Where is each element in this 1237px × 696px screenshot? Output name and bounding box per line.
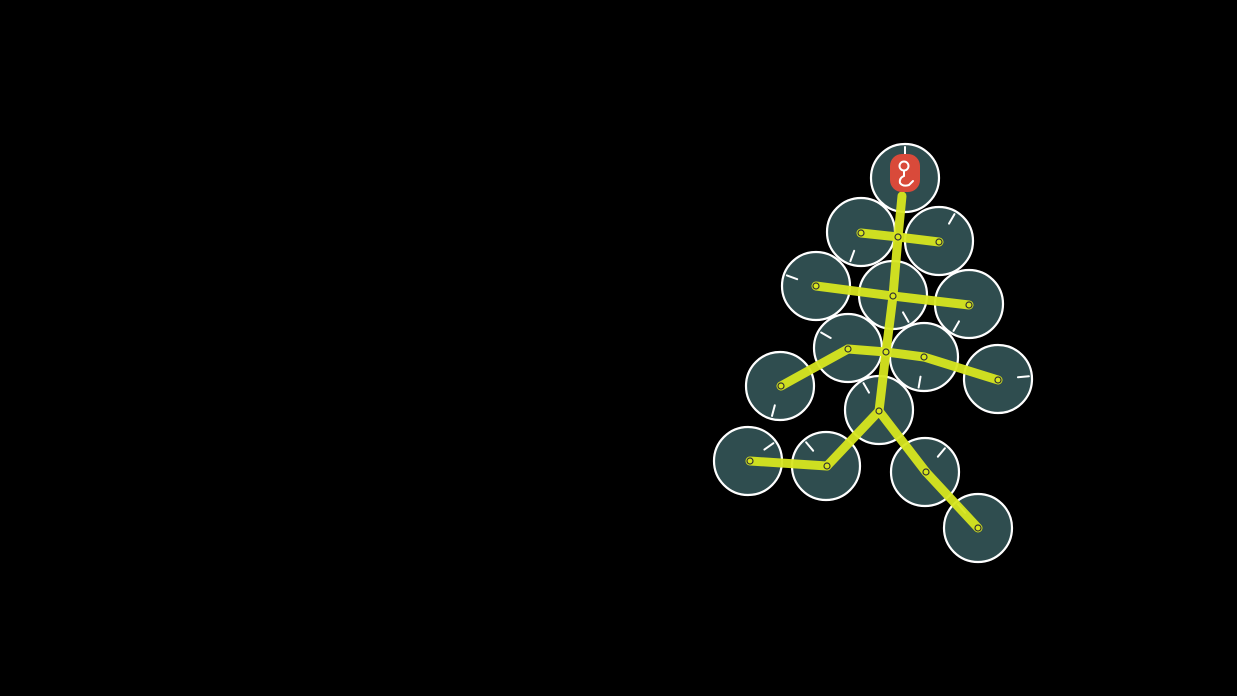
root-anchor[interactable] [890,154,920,192]
bone-neck-c1 [893,191,907,242]
wheel-rotation-tick [862,382,870,394]
wheel-rotation-tick [902,311,910,323]
bone-c3-elbR [881,347,929,362]
bone-hip-kneeL [822,406,884,471]
bone-hip-kneeR [874,406,931,477]
skeleton-bones [745,191,1003,533]
wheels-layer [712,142,1034,564]
joint-elbL[interactable] [844,345,852,353]
ragdoll-anchor-icon [898,160,914,187]
joint-footR[interactable] [974,524,982,532]
joint-c2[interactable] [889,292,897,300]
wheel-rotation-tick [948,213,956,225]
joint-handR[interactable] [994,376,1002,384]
joint-footL[interactable] [746,457,754,465]
bone-handL-elbL [776,344,853,391]
wheel-rotation-tick [770,404,776,417]
wheel-rotation-tick [1016,375,1030,379]
joint-shR[interactable] [965,301,973,309]
joint-c3[interactable] [882,348,890,356]
joint-armR[interactable] [935,238,943,246]
wheel-rotation-tick [763,442,775,451]
joint-c1[interactable] [894,233,902,241]
joint-shL[interactable] [812,282,820,290]
joint-hip[interactable] [875,407,883,415]
wheel-rotation-tick [952,320,960,332]
skeleton-joints [746,229,1002,532]
wheel-rotation-tick [820,331,832,339]
bone-c1-armR [893,232,944,247]
bone-kneeR-footR [921,467,983,533]
wheel-rotation-tick [936,447,946,458]
bone-c2-shR [888,291,974,310]
joint-kneeL[interactable] [823,462,831,470]
bone-elbR-handR [919,352,1003,385]
wheel-rotation-tick [805,441,815,452]
wheel-rotation-tick [917,375,922,389]
joint-elbR[interactable] [920,353,928,361]
joint-handL[interactable] [777,382,785,390]
bone-c2-c3 [881,291,898,357]
bone-kneeL-footL [745,456,832,471]
bone-elbL-c3 [843,344,891,357]
joint-kneeR[interactable] [922,468,930,476]
wheel-rotation-tick [785,274,799,281]
bone-shL-c2 [811,281,898,301]
bone-armL-c1 [856,228,903,242]
joint-armL[interactable] [857,229,865,237]
bone-c1-c2 [888,232,903,301]
bone-c3-hip [874,347,891,416]
wheel-rotation-tick [849,249,856,263]
